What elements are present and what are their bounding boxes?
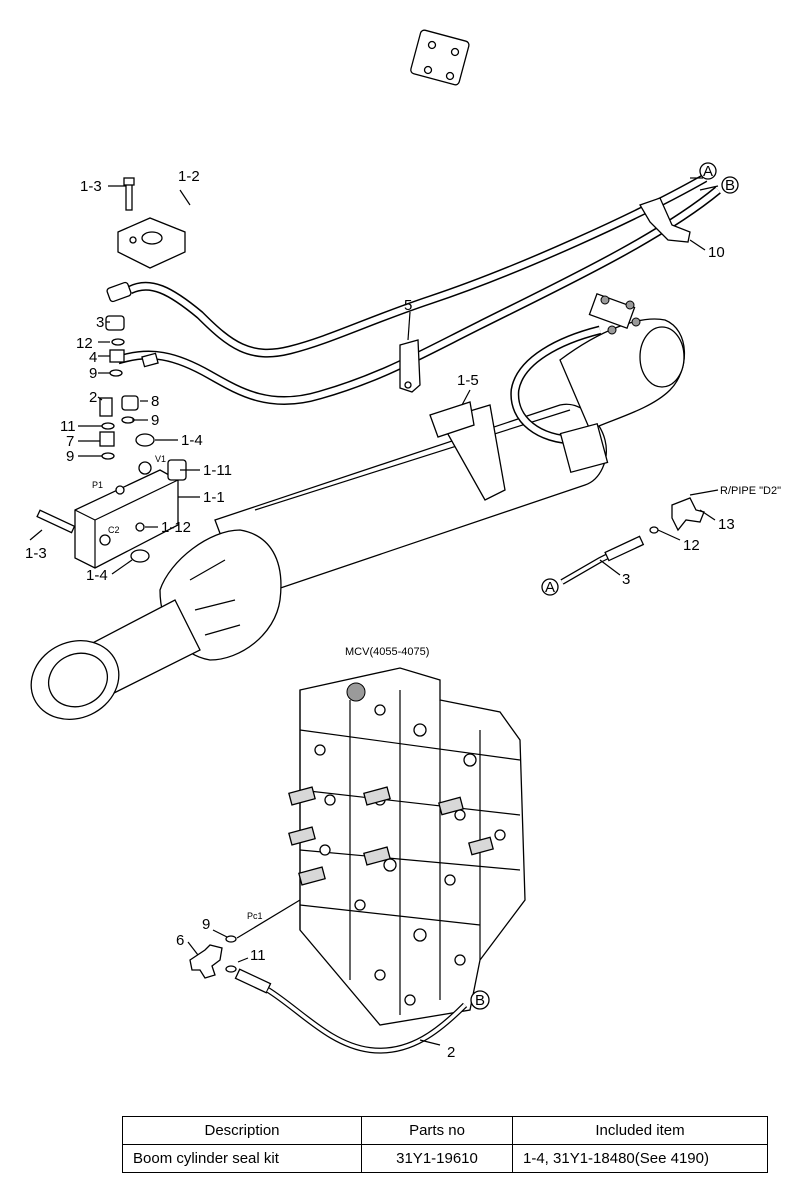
callout-3-left: 3 [96, 314, 104, 331]
callout-9-c: 9 [66, 448, 74, 465]
callout-13: 13 [718, 516, 735, 533]
clamp-10 [639, 197, 691, 243]
callout-1-5: 1-5 [457, 372, 479, 389]
pipe-1-2 [173, 29, 470, 228]
parts-table: Description Parts no Included item Boom … [122, 1116, 768, 1173]
callout-a-top: A [703, 163, 713, 180]
callout-2-bottom: 2 [447, 1044, 455, 1061]
rpipe-label: R/PIPE "D2" [720, 485, 781, 497]
boom-cylinder [30, 292, 686, 720]
callout-5: 5 [404, 297, 412, 314]
callout-11-right: 11 [250, 947, 266, 964]
valve-block-1-1: P1 C2 V1 [74, 454, 187, 569]
mcv-valve-body [288, 667, 526, 1026]
callout-1-1: 1-1 [203, 489, 225, 506]
flange-block [117, 217, 186, 269]
cell-parts-no: 31Y1-19610 [361, 1144, 513, 1173]
callout-1-11: 1-11 [203, 462, 232, 479]
callout-b-top: B [725, 177, 735, 194]
header-description: Description [122, 1116, 362, 1145]
leader-lines [29, 177, 719, 575]
callout-9-b: 9 [151, 412, 159, 429]
callout-12-left: 12 [76, 335, 93, 352]
port-label-c2: C2 [108, 525, 120, 535]
circle-markers [470, 162, 739, 1010]
header-included-item: Included item [512, 1116, 768, 1145]
cell-description: Boom cylinder seal kit [122, 1144, 362, 1173]
cell-included-item: 1-4, 31Y1-18480(See 4190) [512, 1144, 768, 1173]
callout-1-4-upper: 1-4 [181, 432, 203, 449]
callout-10: 10 [708, 244, 725, 261]
callout-1-2: 1-2 [178, 168, 200, 185]
callout-9-a: 9 [89, 365, 97, 382]
port-label-p1: P1 [92, 480, 103, 490]
clamp-5 [399, 339, 421, 393]
callout-7: 7 [66, 433, 74, 450]
boom-cylinder-exploded-diagram: P1 C2 V1 [25, 29, 781, 1061]
callout-1-12: 1-12 [161, 519, 191, 536]
mcv-title: MCV(4055-4075) [345, 646, 429, 658]
callout-8: 8 [151, 393, 159, 410]
callout-9-d: 9 [202, 916, 210, 933]
table-header-row: Description Parts no Included item [122, 1116, 768, 1145]
port-label-v1: V1 [155, 454, 166, 464]
callout-4: 4 [89, 349, 97, 366]
callout-1-3-bottom: 1-3 [25, 545, 47, 562]
callout-3-right: 3 [622, 571, 630, 588]
callout-2-left: 2 [89, 389, 97, 406]
fittings-stack [36, 315, 155, 563]
callout-12-right: 12 [683, 537, 700, 554]
header-parts-no: Parts no [361, 1116, 513, 1145]
pipe-a-b [106, 174, 721, 406]
table-row: Boom cylinder seal kit 31Y1-19610 1-4, 3… [122, 1144, 768, 1173]
pipe-3-detail [560, 489, 719, 585]
callout-1-3-top: 1-3 [80, 178, 102, 195]
pc1-port-label: Pc1 [247, 911, 263, 921]
callout-1-4-lower: 1-4 [86, 567, 108, 584]
callout-11-left: 11 [60, 418, 76, 435]
callout-6: 6 [176, 932, 184, 949]
callout-a-bottom: A [545, 579, 555, 596]
mcv-fittings [187, 899, 468, 1054]
callout-b-bottom: B [475, 992, 485, 1009]
bolt-1-3-top [123, 177, 135, 211]
